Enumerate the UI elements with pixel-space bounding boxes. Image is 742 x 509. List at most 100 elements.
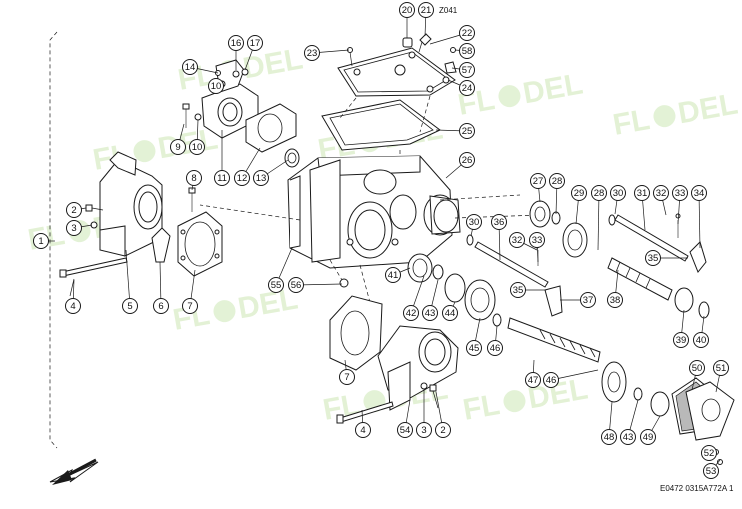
callout-number: 3: [71, 223, 76, 234]
callout-9: 9: [170, 139, 186, 155]
callout-10: 10: [208, 78, 224, 94]
bearing-43-49-part: [633, 387, 670, 417]
callout-30: 30: [466, 214, 482, 230]
callout-21: 21: [418, 2, 434, 18]
gasket-7-bottom: [329, 295, 383, 371]
callout-circle: [580, 292, 596, 308]
callout-circle: [459, 123, 475, 139]
pin-6-part: [151, 227, 171, 263]
callout-circle: [304, 45, 320, 61]
seal-13-part: [284, 148, 300, 168]
callout-circle: [182, 298, 198, 314]
callout-circle: [122, 298, 138, 314]
callout-circle: [509, 232, 525, 248]
callout-circle: [33, 233, 49, 249]
callout-circle: [591, 185, 607, 201]
callout-number: 52: [704, 448, 715, 459]
callout-circle: [653, 185, 669, 201]
callout-circle: [153, 298, 169, 314]
callout-circle: [182, 59, 198, 75]
callout-circle: [208, 78, 224, 94]
callout-35: 35: [510, 282, 526, 298]
rod-36-part: [474, 241, 549, 288]
callout-3: 3: [66, 220, 82, 236]
callout-number: 4: [70, 301, 75, 312]
callout-circle: [487, 340, 503, 356]
callout-4: 4: [355, 422, 371, 438]
callout-circle: [673, 332, 689, 348]
watermark-gear-icon: [213, 300, 236, 323]
leader-line: [698, 192, 701, 249]
callout-number: 11: [217, 173, 227, 184]
callout-number: 42: [406, 308, 417, 319]
callout-number: 30: [613, 188, 624, 199]
callout-circle: [689, 360, 705, 376]
callout-number: 7: [187, 301, 192, 312]
callout-51: 51: [713, 360, 729, 376]
top-gasket-part: [321, 99, 441, 151]
bolt-4-left: [59, 257, 128, 278]
callout-number: 10: [211, 81, 222, 92]
watermark-gear-icon: [498, 85, 521, 108]
callout-11: 11: [214, 170, 230, 186]
callout-number: 23: [307, 48, 318, 59]
bearing-39-40-part: [674, 287, 710, 319]
callout-20: 20: [399, 2, 415, 18]
callout-41: 41: [385, 267, 401, 283]
callout-circle: [66, 202, 82, 218]
callout-number: 37: [583, 295, 594, 306]
callout-circle: [399, 2, 415, 18]
callout-circle: [65, 298, 81, 314]
callout-circle: [418, 2, 434, 18]
callout-circle: [610, 185, 626, 201]
callout-circle: [397, 422, 413, 438]
callout-number: 54: [400, 425, 411, 436]
callout-circle: [466, 214, 482, 230]
callout-number: 14: [185, 62, 196, 73]
watermark-gear-icon: [503, 390, 526, 413]
callout-circle: [510, 282, 526, 298]
gear-44-part: [444, 273, 466, 303]
ring-30-part: [466, 214, 616, 246]
callout-50: 50: [689, 360, 705, 376]
callout-circle: [672, 185, 688, 201]
callout-circle: [459, 62, 475, 78]
callout-number: 39: [676, 335, 687, 346]
ring-46-part: [492, 313, 502, 327]
callout-circle: [620, 429, 636, 445]
callout-number: 20: [402, 5, 413, 16]
callout-46: 46: [487, 340, 503, 356]
callout-circle: [186, 170, 202, 186]
callout-36: 36: [491, 214, 507, 230]
callout-circle: [459, 80, 475, 96]
callout-7: 7: [339, 369, 355, 385]
fork-34-37-part: [544, 241, 707, 317]
callout-39: 39: [673, 332, 689, 348]
callout-56: 56: [288, 277, 304, 293]
rod-31-part: [614, 214, 689, 262]
callout-3: 3: [416, 422, 432, 438]
callout-29: 29: [571, 185, 587, 201]
callout-circle: [268, 277, 284, 293]
callout-7: 7: [182, 298, 198, 314]
bolt-4-bottom: [336, 401, 394, 424]
callout-33: 33: [529, 232, 545, 248]
callout-circle: [228, 35, 244, 51]
callout-28: 28: [549, 173, 565, 189]
callout-16: 16: [228, 35, 244, 51]
callout-circle: [693, 332, 709, 348]
gear-48-part: [601, 361, 627, 403]
watermark-gear-icon: [653, 105, 676, 128]
callout-8: 8: [186, 170, 202, 186]
gasket-12-part: [245, 103, 297, 153]
callout-number: 24: [462, 83, 473, 94]
callout-number: 2: [440, 425, 445, 436]
callout-circle: [466, 340, 482, 356]
callout-number: 56: [291, 280, 302, 291]
callout-34: 34: [691, 185, 707, 201]
callout-number: 7: [344, 372, 349, 383]
shaft-47-part: [507, 317, 601, 363]
callout-1: 1: [33, 233, 49, 249]
